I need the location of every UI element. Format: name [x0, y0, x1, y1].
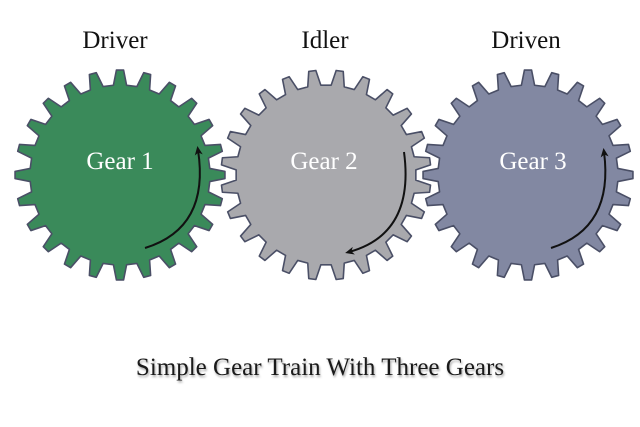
gear-3-label: Gear 3 [499, 148, 567, 175]
gear-2 [220, 69, 432, 281]
gear-3-rotation-arrow [550, 148, 609, 249]
gear-1-label: Gear 1 [86, 148, 154, 175]
diagram-caption: Simple Gear Train With Three Gears [135, 354, 505, 381]
gear-1-rotation-arrow [144, 146, 203, 249]
gear-2-label: Gear 2 [290, 148, 358, 175]
gear-3 [422, 69, 634, 281]
gear-2-rotation-arrow [345, 151, 407, 255]
gear-3-role-label: Driven [491, 27, 561, 54]
gear-1-role-label: Driver [82, 27, 148, 54]
gear-2-role-label: Idler [301, 27, 349, 54]
gear-1 [14, 69, 226, 281]
